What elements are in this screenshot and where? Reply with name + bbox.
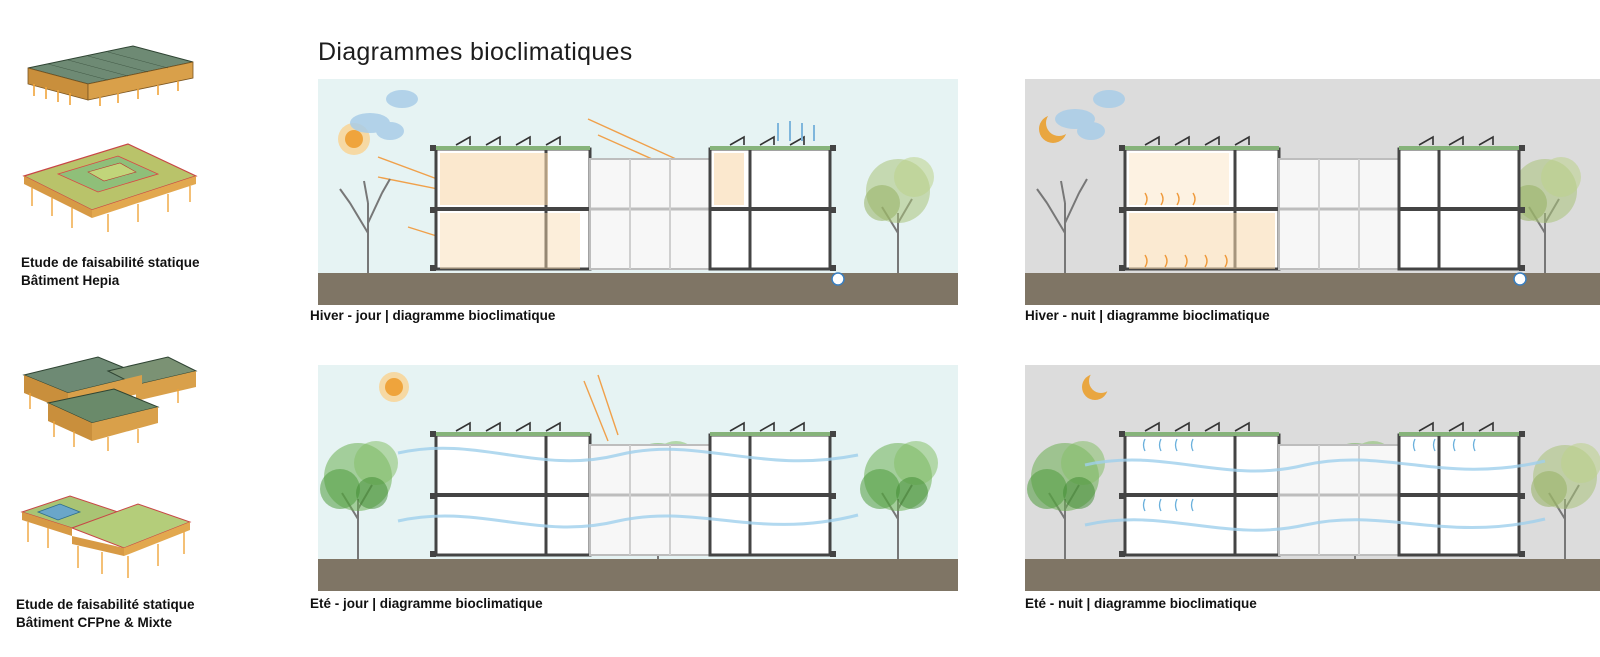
warm-air-up: [777, 121, 815, 141]
caption-summer-night: Eté - nuit | diagramme bioclimatique: [1025, 596, 1257, 611]
left-caption-hepia-line2: Bâtiment Hepia: [21, 273, 120, 288]
diagram-winter-night: [1025, 79, 1600, 305]
ground: [318, 559, 958, 591]
ground: [1025, 559, 1600, 591]
sun-icon: [379, 372, 409, 402]
sun-rays: [583, 374, 619, 442]
cool-air-icons: [1142, 438, 1476, 512]
page-title: Diagrammes bioclimatiques: [318, 38, 633, 66]
caption-summer-day: Eté - jour | diagramme bioclimatique: [310, 596, 543, 611]
caption-winter-day-visible: Hiver - jour | diagramme bioclimatique: [310, 308, 556, 323]
cloud-icon: [1055, 90, 1125, 140]
diagram-winter-day: Hiver - jour | diagramme bioclimatique: [318, 79, 958, 305]
left-caption-cfpne-line2: Bâtiment CFPne & Mixte: [16, 615, 173, 630]
structure-model-cfpne-plan: [20, 495, 192, 578]
structure-model-hepia-roof: [27, 45, 194, 106]
ventilation-flow: [397, 446, 859, 529]
left-caption-hepia-line1: Etude de faisabilité statique: [21, 255, 200, 270]
caption-winter-night: Hiver - nuit | diagramme bioclimatique: [1025, 308, 1270, 323]
diagram-summer-night: [1025, 365, 1600, 591]
diagram-summer-night-drawing: [1025, 365, 1600, 591]
ground: [318, 273, 958, 305]
moon-icon: [1082, 369, 1113, 400]
structure-model-cfpne-3d: [22, 356, 198, 451]
left-caption-hepia: Etude de faisabilité statique Bâtiment H…: [21, 254, 200, 290]
left-caption-cfpne-line1: Etude de faisabilité statique: [16, 597, 195, 612]
left-caption-cfpne: Etude de faisabilité statique Bâtiment C…: [16, 596, 195, 632]
heat-radiation-icons: [1144, 192, 1228, 268]
cloud-icon: [350, 90, 418, 140]
ventilation-flow: [1084, 458, 1546, 532]
diagram-winter-day-drawing: [318, 79, 958, 305]
water-tank-icon: [1513, 272, 1527, 286]
structure-model-hepia-plan: [22, 143, 198, 232]
diagram-winter-night-drawing: [1025, 79, 1600, 305]
diagram-summer-day-drawing: [318, 365, 958, 591]
diagram-summer-day: [318, 365, 958, 591]
ground: [1025, 273, 1600, 305]
water-tank-icon: [831, 272, 845, 286]
